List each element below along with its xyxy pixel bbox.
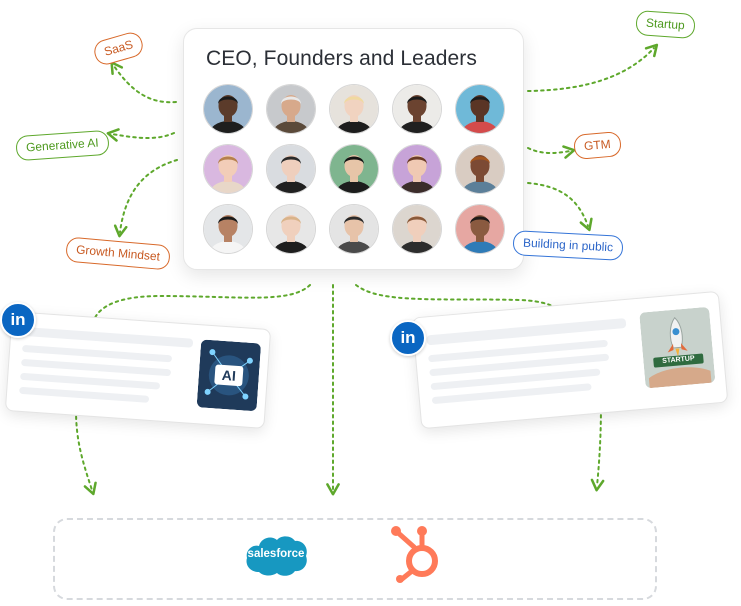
avatar-15 (456, 205, 504, 253)
avatar-3 (330, 85, 378, 133)
avatar-11 (204, 205, 252, 253)
startup-thumbnail: STARTUP (639, 306, 716, 389)
avatar-5 (456, 85, 504, 133)
connector-growth-mindset (113, 159, 178, 238)
connector-right-down (590, 401, 605, 492)
linkedin-post-left: AI (4, 311, 272, 429)
crm-destination-box (53, 518, 657, 600)
avatar-1 (204, 85, 252, 133)
post-line (19, 386, 150, 403)
avatar-14 (393, 205, 441, 253)
salesforce-label: salesforce (247, 548, 305, 560)
post-line (20, 372, 161, 390)
tag-startup: Startup (635, 9, 696, 40)
avatar-6 (204, 145, 252, 193)
connector-startup (527, 43, 659, 92)
connector-left-down (75, 409, 97, 496)
avatar-12 (267, 205, 315, 253)
linkedin-icon: in (0, 302, 36, 338)
avatar-7 (267, 145, 315, 193)
connector-left-post (91, 284, 311, 331)
connector-building (527, 182, 593, 232)
avatar-13 (330, 205, 378, 253)
ai-thumb-text: AI (221, 366, 237, 384)
connector-saas (110, 61, 177, 104)
post-line (23, 326, 194, 348)
avatar-8 (330, 145, 378, 193)
hubspot-icon (391, 526, 438, 583)
connector-gtm (527, 145, 576, 159)
avatar-4 (393, 85, 441, 133)
avatar-9 (393, 145, 441, 193)
avatar-10 (456, 145, 504, 193)
tag-gtm: GTM (572, 131, 622, 160)
linkedin-post-right: STARTUP (411, 290, 729, 430)
card-title: CEO, Founders and Leaders (206, 47, 477, 70)
connector-generative-ai (106, 128, 175, 142)
avatar-2 (267, 85, 315, 133)
ai-thumbnail: AI (196, 339, 262, 412)
salesforce-icon (246, 536, 307, 576)
linkedin-icon: in (390, 320, 426, 356)
leaders-card: CEO, Founders and Leaders (183, 28, 524, 270)
